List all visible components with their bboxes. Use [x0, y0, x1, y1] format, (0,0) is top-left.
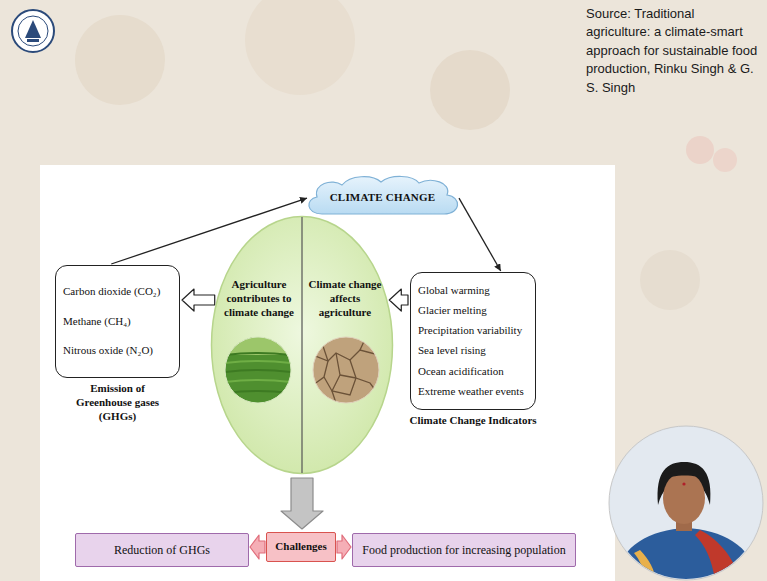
video-ground: [609, 426, 763, 580]
illustration-part: [225, 370, 291, 372]
illustration-part: [313, 337, 379, 403]
saree-border: [634, 550, 656, 580]
node-text: Ocean acidification: [418, 365, 528, 379]
node-text: Challenges: [275, 540, 326, 554]
block-arrow: [182, 289, 215, 311]
block-arrow: [250, 535, 265, 559]
illustration-part: [324, 377, 356, 395]
institute-logo: [12, 10, 54, 52]
circle-half-label: Climate change affects agriculture: [308, 277, 382, 319]
logo-ring: [18, 16, 48, 46]
node-text: CLIMATE CHANGE: [330, 191, 436, 205]
node-text: Climate change affects agriculture: [308, 277, 382, 319]
illustration-part: [225, 380, 291, 382]
field-photo-rim: [225, 337, 291, 403]
divider-line: [301, 217, 302, 473]
block-arrow: [389, 289, 408, 311]
node-text: Agriculture contributes to climate chang…: [222, 277, 296, 319]
outcome-box: Food production for increasing populatio…: [352, 533, 576, 567]
saree-drape: [695, 530, 740, 580]
saree: [615, 528, 758, 580]
faded-photo: [640, 250, 700, 310]
bindi: [682, 482, 685, 485]
node-text: Nitrous oxide (N₂O): [63, 344, 172, 358]
node-text: Global warming: [418, 284, 528, 298]
faded-photo: [75, 15, 165, 105]
node-text: Extreme weather events: [418, 385, 528, 399]
logo-emblem: [25, 20, 41, 38]
central-circle: Agriculture contributes to climate chang…: [210, 215, 394, 475]
cloud-shape: [309, 176, 458, 214]
face: [663, 472, 705, 524]
illustration-part: [609, 426, 763, 580]
block-arrow: [337, 535, 351, 559]
presenter-video: [609, 426, 763, 580]
video-frame: [609, 426, 763, 580]
cracked-earth-photo: [313, 337, 379, 403]
node-text: Methane (CH₄): [63, 315, 172, 329]
outcome-box: Reduction of GHGs: [75, 533, 249, 567]
node-text: Food production for increasing populatio…: [362, 543, 565, 558]
logo-emblem: [27, 39, 39, 42]
source-note: Source: Traditional agriculture: a clima…: [586, 5, 762, 97]
gas-list-box: Carbon dioxide (CO₂) Methane (CH₄) Nitrous…: [55, 265, 180, 378]
illustration-part: [225, 353, 291, 355]
earth-photo-rim: [313, 337, 379, 403]
block-arrow: [281, 478, 323, 529]
illustration-part: [225, 361, 291, 363]
faded-tomato: [686, 136, 714, 164]
box-caption: Emission of Greenhouse gases (GHGs): [68, 382, 168, 423]
circle-outline: [210, 215, 394, 475]
illustration-part: [340, 375, 356, 378]
illustration-part: [332, 353, 340, 403]
node-text: Carbon dioxide (CO₂): [63, 285, 172, 299]
cloud-node: CLIMATE CHANGE: [300, 175, 465, 217]
node-text: Reduction of GHGs: [114, 543, 210, 558]
arrow-line: [459, 198, 501, 271]
circle-half-label: Agriculture contributes to climate chang…: [222, 277, 296, 319]
illustration-part: [225, 337, 291, 403]
circle-shape: [212, 217, 393, 474]
illustration-part: [225, 391, 291, 393]
box-caption: Climate Change Indicators: [391, 414, 556, 428]
faded-photo: [245, 0, 355, 95]
node-text: Precipitation variability: [418, 324, 528, 338]
faded-photo: [430, 50, 510, 130]
node-text: Sea level rising: [418, 344, 528, 358]
hair-parting: [662, 470, 706, 480]
node-text: Glacier melting: [418, 304, 528, 318]
logo-ring: [12, 10, 54, 52]
source-text: Source: Traditional agriculture: a clima…: [586, 5, 762, 97]
diagram-panel: [40, 165, 615, 581]
field-photo: [225, 337, 291, 403]
faded-tomato: [713, 148, 737, 172]
challenges-box: Challenges: [266, 532, 336, 562]
illustration-part: [313, 350, 379, 361]
indicator-list-box: Global warmingGlacier meltingPrecipitati…: [410, 272, 536, 410]
